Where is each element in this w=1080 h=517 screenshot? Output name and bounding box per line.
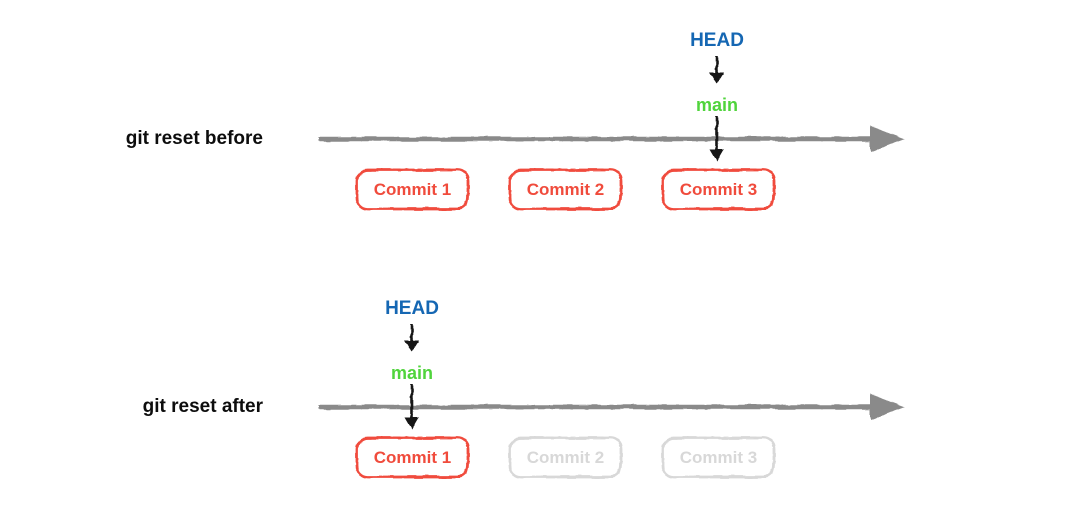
commit-box: Commit 3: [661, 436, 776, 479]
commit-box-border: [508, 168, 623, 211]
down-arrow-icon: [405, 324, 419, 352]
commit-label: Commit 2: [526, 447, 605, 467]
timeline-arrow: [318, 394, 905, 420]
commit-box-border: [661, 436, 776, 479]
commit-box-border: [661, 168, 776, 211]
diagram-label-before: git reset before: [125, 128, 263, 149]
commit-label: Commit 1: [373, 447, 452, 467]
commit-box-border: [355, 168, 470, 211]
head-label: HEAD: [690, 30, 744, 51]
head-label: HEAD: [385, 298, 439, 319]
timeline-arrow: [318, 126, 905, 152]
commit-label: Commit 2: [526, 179, 605, 199]
down-arrow-icon: [710, 56, 724, 84]
commit-box: Commit 1: [355, 168, 470, 211]
commit-label: Commit 3: [679, 179, 758, 199]
commit-box-border: [508, 436, 623, 479]
commit-label: Commit 3: [679, 447, 758, 467]
branch-label: main: [390, 363, 433, 383]
down-arrow-icon: [405, 384, 419, 429]
branch-label: main: [695, 95, 738, 115]
commit-box: Commit 1: [355, 436, 470, 479]
commit-box: Commit 2: [508, 168, 623, 211]
commit-box: Commit 2: [508, 436, 623, 479]
diagram-label-after: git reset after: [142, 396, 263, 417]
commit-box: Commit 3: [661, 168, 776, 211]
commit-box-border: [355, 436, 470, 479]
commit-label: Commit 1: [373, 179, 452, 199]
down-arrow-icon: [710, 116, 724, 161]
